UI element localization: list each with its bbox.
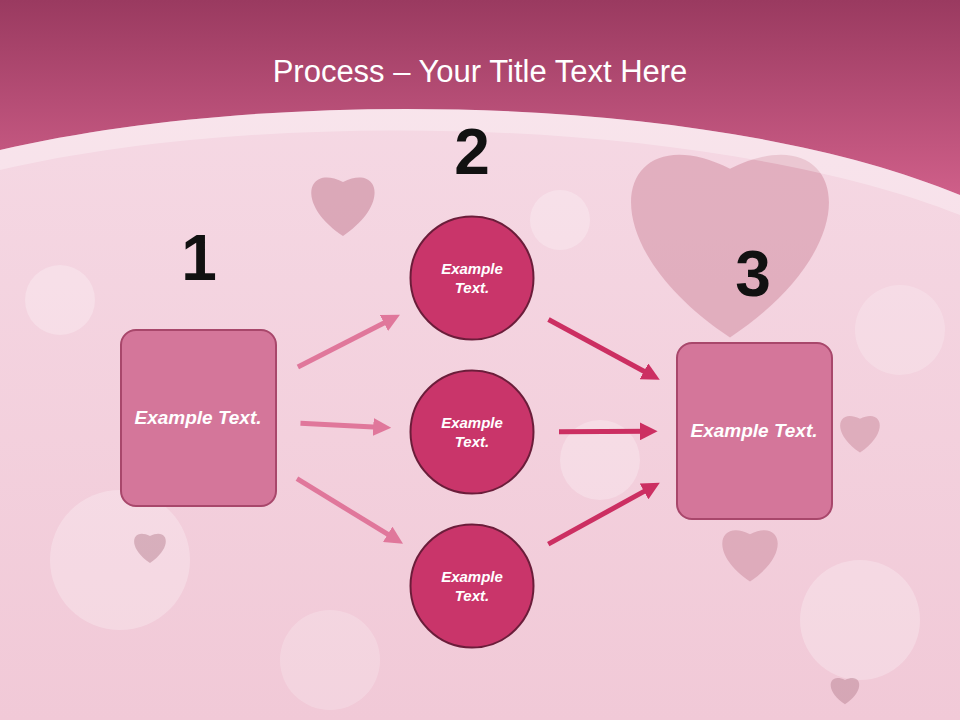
step-number: 3	[735, 242, 771, 306]
flow-arrow	[548, 487, 652, 544]
bokeh-dot	[530, 190, 590, 250]
flow-arrow	[298, 318, 393, 366]
heart	[831, 678, 859, 704]
circle-outline	[409, 369, 535, 495]
heart	[311, 178, 374, 236]
flow-arrow	[548, 319, 652, 376]
step-number: 1	[181, 226, 217, 290]
bokeh	[25, 190, 945, 710]
node-text: Example Text.	[429, 413, 515, 452]
slide-title: Process – Your Title Text Here	[0, 54, 960, 90]
heart	[722, 530, 777, 581]
flow-arrow	[300, 423, 383, 427]
node-text: Example Text.	[134, 406, 261, 431]
process-circle: Example Text.	[409, 523, 535, 649]
circle-outline	[409, 523, 535, 649]
bokeh-dot	[855, 285, 945, 375]
bokeh-dot	[25, 265, 95, 335]
flow-arrow	[297, 479, 396, 540]
process-box: Example Text.	[676, 342, 833, 520]
step-number: 2	[454, 120, 490, 184]
circle-shape	[411, 371, 534, 494]
bokeh-dot	[800, 560, 920, 680]
circle-shape	[411, 525, 534, 648]
heart	[134, 534, 166, 563]
node-text: Example Text.	[429, 567, 515, 606]
circle-outline	[409, 215, 535, 341]
flow-arrow	[559, 429, 650, 434]
bokeh-dot	[280, 610, 380, 710]
header-stripe	[0, 109, 960, 215]
node-text: Example Text.	[690, 419, 817, 444]
heart	[631, 155, 829, 338]
bokeh-dot	[50, 490, 190, 630]
heart	[840, 416, 880, 453]
process-circle: Example Text.	[409, 215, 535, 341]
process-box: Example Text.	[120, 329, 277, 507]
process-circle: Example Text.	[409, 369, 535, 495]
circle-shape	[411, 217, 534, 340]
node-text: Example Text.	[429, 259, 515, 298]
